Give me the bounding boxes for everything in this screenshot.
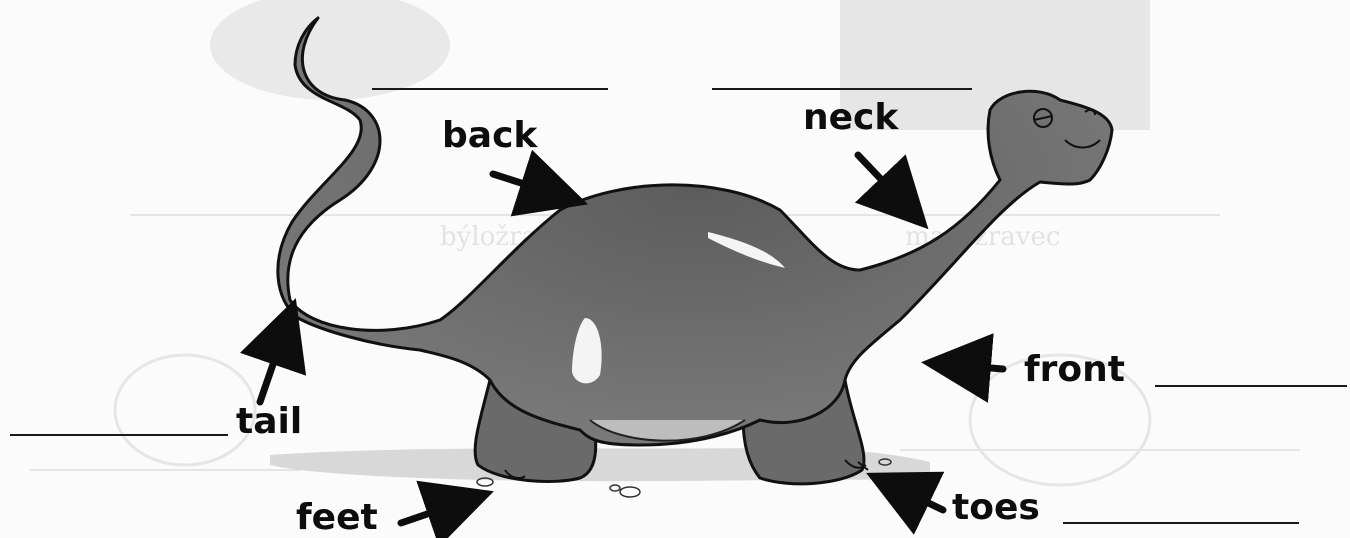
answer-blank-1[interactable] [372,88,608,90]
answer-blank-front[interactable] [1155,385,1347,387]
label-tail: tail [236,404,302,440]
arrow-icon-tail [260,318,289,402]
arrow-icon-front [942,364,1003,369]
label-neck: neck [803,100,898,136]
label-feet: feet [296,500,378,536]
label-toes: toes [952,490,1040,526]
arrow-icon-neck [858,155,914,214]
arrow-icon-toes [885,482,943,510]
label-front: front [1024,352,1125,388]
arrow-icon-feet [401,498,474,523]
answer-blank-2[interactable] [712,88,972,90]
arrow-icon-back [493,174,568,198]
answer-blank-toes[interactable] [1063,522,1299,524]
label-back: back [442,118,537,154]
answer-blank-tail[interactable] [10,434,228,436]
